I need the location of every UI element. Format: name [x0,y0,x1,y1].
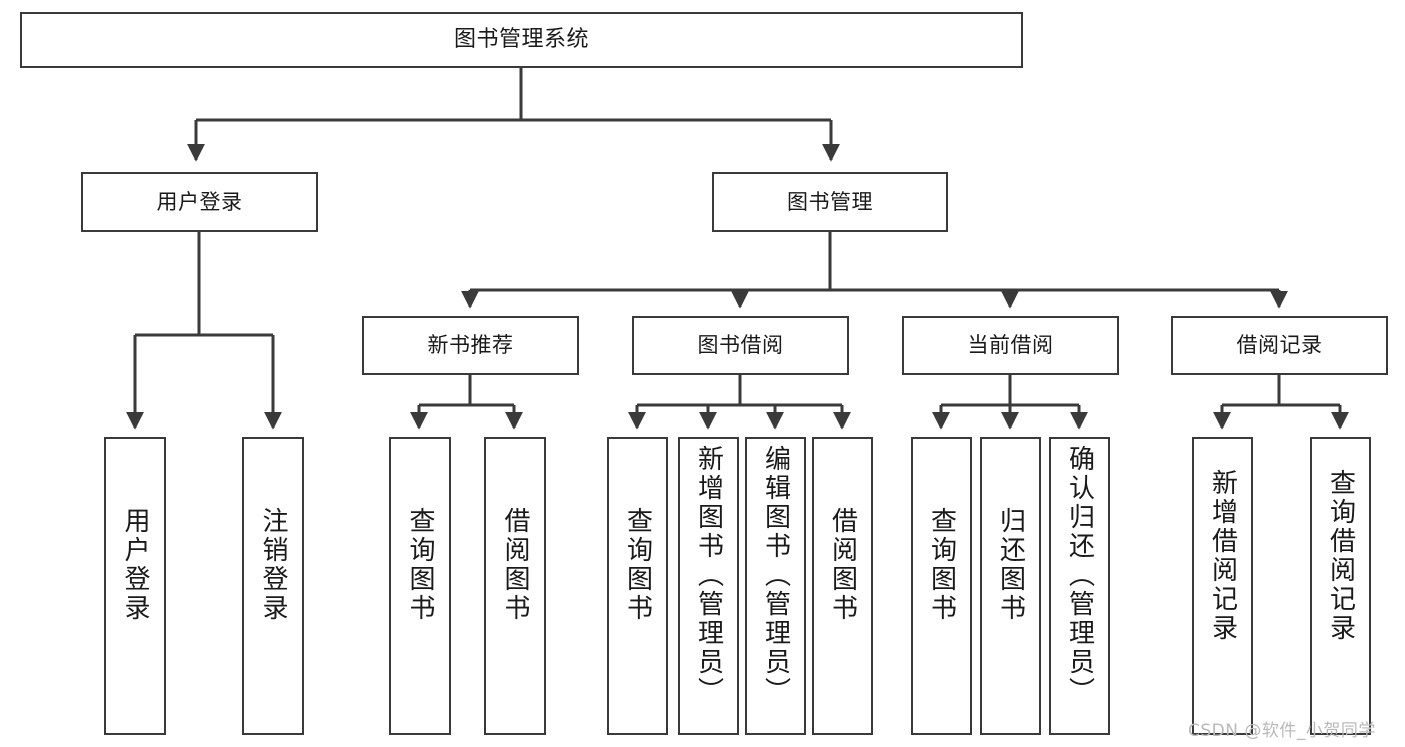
node-label: 归还图书 [995,507,1026,623]
leaf-logout-login[interactable]: 注销登录 [242,437,304,735]
leaf-add-record[interactable]: 新增借阅记录 [1192,437,1253,735]
node-label: 确认归还（管理员） [1064,445,1095,706]
node-borrow-record[interactable]: 借阅记录 [1171,316,1388,375]
leaf-query-book-1[interactable]: 查询图书 [389,437,451,735]
node-current-borrow[interactable]: 当前借阅 [902,316,1119,375]
node-label: 编辑图书（管理员） [760,445,791,706]
leaf-edit-book[interactable]: 编辑图书（管理员） [745,437,806,735]
leaf-user-login[interactable]: 用户登录 [104,437,166,735]
node-label: 注销登录 [258,507,288,623]
node-root-system[interactable]: 图书管理系统 [20,12,1023,68]
node-label: 查询借阅记录 [1325,469,1356,643]
node-label: 当前借阅 [967,333,1054,358]
node-new-book-recommend[interactable]: 新书推荐 [362,316,579,375]
leaf-query-book-2[interactable]: 查询图书 [607,437,668,735]
node-label: 图书借阅 [697,333,784,358]
node-label: 新书推荐 [427,333,514,358]
leaf-borrow-book-1[interactable]: 借阅图书 [484,437,546,735]
node-label: 新增图书（管理员） [693,445,724,706]
leaf-confirm-return[interactable]: 确认归还（管理员） [1049,437,1110,735]
node-label: 借阅图书 [500,507,530,623]
node-label: 查询图书 [622,507,653,623]
node-label: 借阅图书 [827,507,858,623]
csdn-watermark: CSDN @软件_小贺同学 [1188,721,1376,741]
node-label: 图书管理 [787,189,873,214]
node-label: 借阅记录 [1236,333,1323,358]
leaf-add-book[interactable]: 新增图书（管理员） [678,437,739,735]
node-book-manage[interactable]: 图书管理 [712,172,948,232]
node-label: 用户登录 [156,189,243,214]
leaf-return-book[interactable]: 归还图书 [980,437,1041,735]
node-label: 查询图书 [405,507,435,623]
leaf-query-book-3[interactable]: 查询图书 [911,437,972,735]
node-user-login[interactable]: 用户登录 [81,172,318,232]
node-book-borrow[interactable]: 图书借阅 [632,316,849,375]
node-label: 查询图书 [926,507,957,623]
node-label: 图书管理系统 [453,27,589,53]
node-label: 新增借阅记录 [1207,469,1238,643]
leaf-borrow-book-2[interactable]: 借阅图书 [812,437,873,735]
leaf-query-record[interactable]: 查询借阅记录 [1310,437,1371,735]
node-label: 用户登录 [120,507,150,623]
